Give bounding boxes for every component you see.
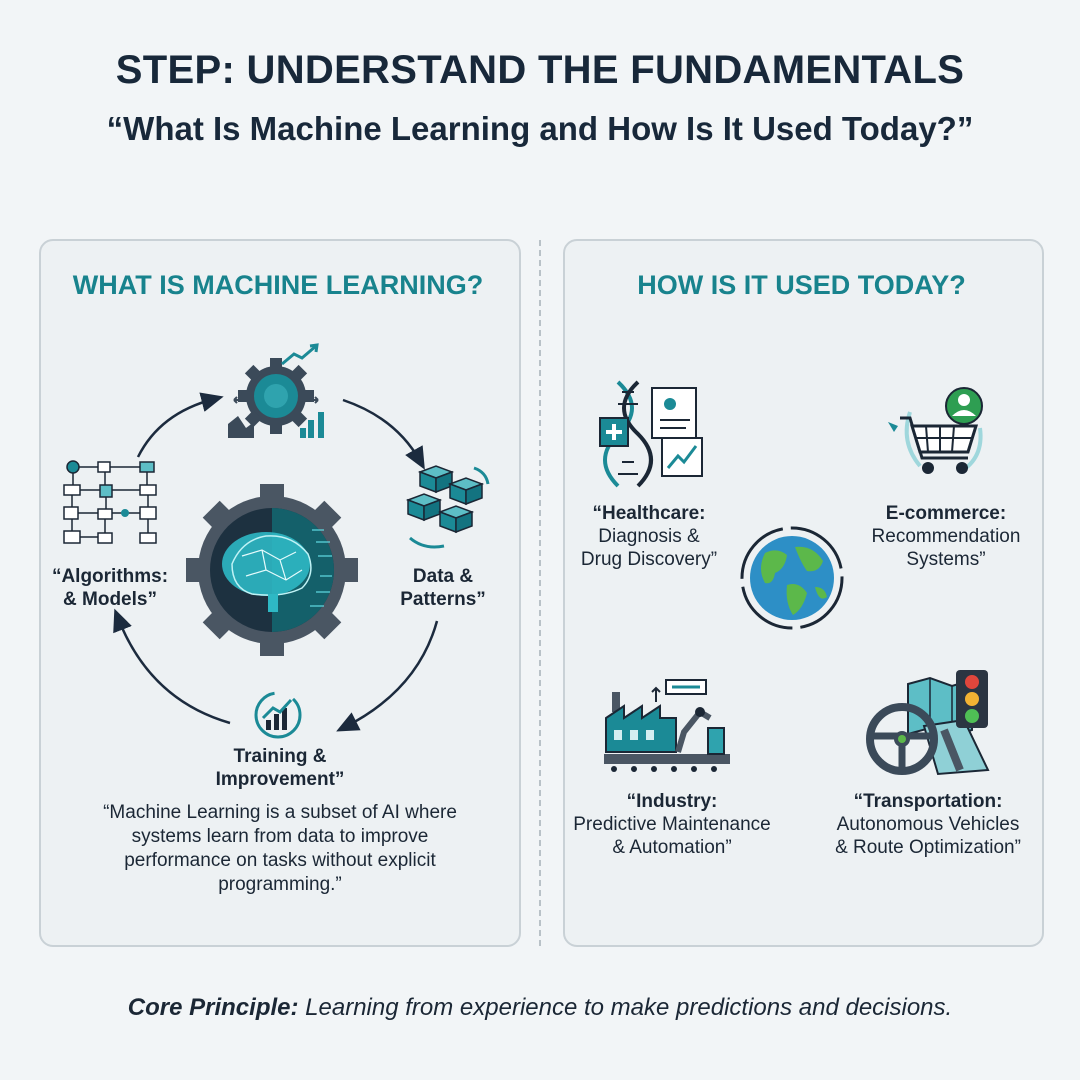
right-panel-heading: HOW IS IT USED TODAY?: [637, 270, 966, 300]
ml-description: “Machine Learning is a subset of AI wher…: [103, 802, 457, 895]
healthcare-label: “Healthcare: Diagnosis & Drug Discovery”: [580, 503, 718, 570]
traffic-light-icon: [956, 670, 988, 728]
algorithms-label: “Algorithms: & Models”: [51, 566, 169, 610]
data-patterns-label: Data & Patterns”: [400, 566, 486, 610]
shopping-cart-icon: [888, 387, 983, 474]
ecommerce-label: E-commerce: Recommendation Systems”: [871, 503, 1021, 570]
data-blocks-icon: [405, 465, 490, 549]
page-subtitle: “What Is Machine Learning and How Is It …: [106, 110, 974, 147]
core-principle-label: Core Principle:: [127, 994, 299, 1021]
core-principle-text: Learning from experience to make predict…: [298, 994, 953, 1021]
globe-icon: [740, 526, 844, 630]
growth-chart-icon: [254, 691, 302, 739]
left-panel: [39, 239, 521, 947]
transportation-label: “Transportation: Autonomous Vehicles & R…: [835, 791, 1021, 858]
core-principle: Core Principle: Learning from experience…: [0, 994, 1080, 1022]
training-label: Training & Improvement”: [215, 746, 345, 790]
flowchart-icon: [63, 460, 157, 544]
brain-gear-icon: [186, 484, 358, 656]
dna-icon: [599, 380, 703, 488]
gear-chart-icon: [228, 343, 324, 438]
panel-divider: [539, 240, 541, 946]
left-panel-heading: WHAT IS MACHINE LEARNING?: [72, 270, 484, 300]
steering-wheel-icon: [866, 703, 938, 775]
industry-label: “Industry: Predictive Maintenance & Auto…: [573, 791, 771, 858]
page-title: STEP: UNDERSTAND THE FUNDAMENTALS: [115, 48, 965, 92]
factory-icon: [604, 679, 730, 772]
